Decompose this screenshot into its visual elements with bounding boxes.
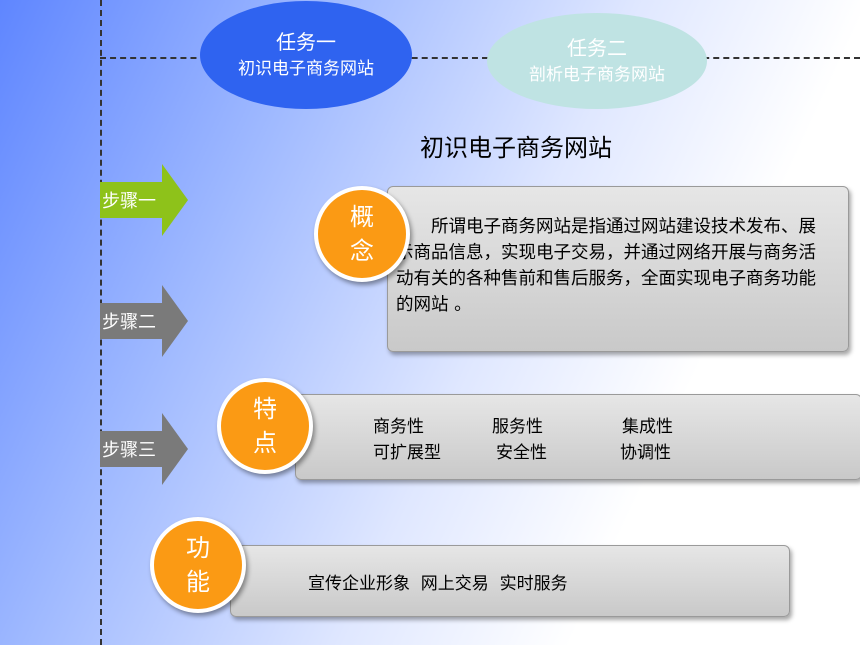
tab-task-one-title: 初识电子商务网站 [238, 59, 374, 79]
step-two-arrow[interactable]: 步骤二 [100, 285, 188, 357]
feature-item: 可扩展型 [373, 443, 441, 463]
step-one-label: 步骤一 [102, 191, 156, 212]
functions-badge-char1: 功 [186, 534, 210, 562]
features-panel [295, 394, 860, 480]
functions-badge: 功 能 [150, 517, 246, 613]
step-one-arrow[interactable]: 步骤一 [100, 164, 188, 236]
feature-item: 协调性 [620, 443, 671, 463]
concept-badge: 概 念 [314, 186, 410, 282]
page-title: 初识电子商务网站 [420, 134, 612, 162]
features-badge-char2: 点 [253, 429, 277, 457]
tab-task-one[interactable]: 任务一 初识电子商务网站 [200, 1, 412, 109]
tab-task-two[interactable]: 任务二 剖析电子商务网站 [487, 13, 707, 109]
tab-task-two-title: 剖析电子商务网站 [529, 65, 665, 85]
concept-badge-char1: 概 [350, 203, 374, 231]
features-badge-char1: 特 [253, 395, 277, 423]
feature-item: 安全性 [496, 443, 547, 463]
feature-item: 服务性 [492, 417, 543, 437]
concept-panel [387, 186, 849, 352]
step-three-arrow[interactable]: 步骤三 [100, 413, 188, 485]
functions-panel [230, 545, 790, 617]
step-three-label: 步骤三 [102, 440, 156, 461]
feature-item: 商务性 [373, 417, 424, 437]
tab-task-one-number: 任务一 [276, 30, 336, 54]
functions-badge-char2: 能 [186, 568, 210, 596]
step-two-label: 步骤二 [102, 312, 156, 333]
concept-badge-char2: 念 [350, 237, 374, 265]
horizontal-dashed-line [100, 57, 860, 59]
feature-item: 集成性 [622, 417, 673, 437]
tab-task-two-number: 任务二 [567, 36, 627, 60]
functions-text: 宣传企业形象 网上交易 实时服务 [308, 574, 568, 594]
concept-text: 所谓电子商务网站是指通过网站建设技术发布、展示商品信息，实现电子交易，并通过网络… [396, 217, 816, 315]
features-badge: 特 点 [217, 378, 313, 474]
